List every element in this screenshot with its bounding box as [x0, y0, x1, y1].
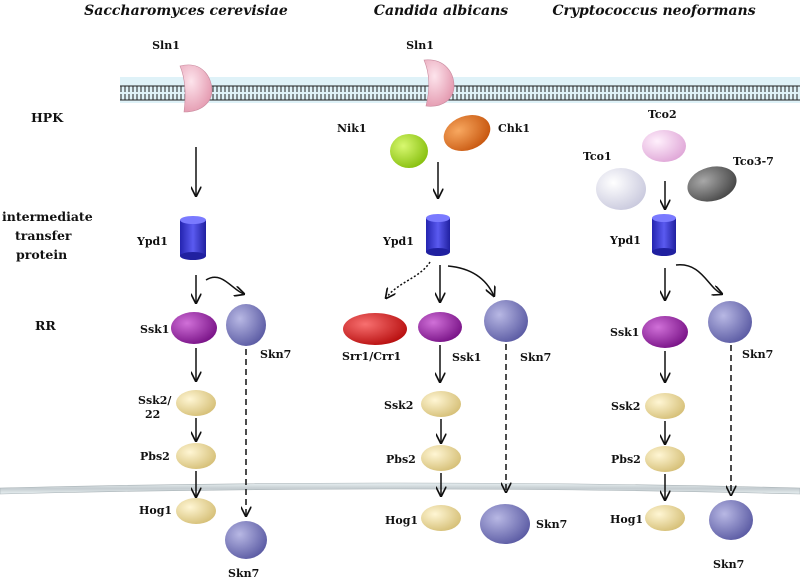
ca-srr1-label: Srr1/Crr1	[342, 350, 401, 363]
label-rr: RR	[35, 318, 56, 333]
ca-skn7-label: Skn7	[520, 351, 551, 364]
cn-pbs2-protein	[645, 446, 685, 472]
ca-ssk1-label: Ssk1	[452, 351, 481, 364]
cn-ssk2-protein	[645, 393, 685, 419]
ca-skn7-nuclear-protein	[480, 504, 530, 544]
cn-pbs2-label: Pbs2	[611, 453, 641, 466]
cn-tco1-label: Tco1	[583, 150, 612, 163]
ca-ypd1-label: Ypd1	[382, 235, 414, 248]
ca-ssk1-protein	[418, 312, 462, 342]
cn-tco37-label: Tco3-7	[733, 155, 774, 168]
column-c-neoformans: Tco2 Tco1 Tco3-7 Ypd1 Ssk1 Skn7 Ssk2 Pbs…	[583, 108, 774, 571]
sc-sln1-receptor	[179, 64, 213, 113]
ca-pbs2-protein	[421, 445, 461, 471]
cn-skn7-protein	[708, 301, 752, 343]
ca-srr1-protein	[343, 313, 407, 345]
ca-arrow-ypd1-srr1	[386, 261, 431, 298]
label-protein: protein	[16, 247, 67, 262]
ca-nik1-label: Nik1	[337, 122, 367, 135]
label-transfer: transfer	[15, 228, 72, 243]
cn-ssk1-label: Ssk1	[610, 326, 639, 339]
cn-hog1-protein	[645, 505, 685, 531]
ca-chk1-label: Chk1	[498, 122, 530, 135]
column-c-albicans: Sln1 Nik1 Chk1 Ypd1 Srr1/Crr1 Ssk1 Skn7 …	[337, 39, 567, 544]
ca-nik1-protein	[390, 134, 428, 168]
sc-ypd1-label: Ypd1	[136, 235, 168, 248]
cn-tco2-label: Tco2	[648, 108, 677, 121]
sc-skn7-nuclear-protein	[225, 521, 267, 559]
ca-sln1-receptor	[423, 59, 455, 107]
sc-ssk2-label-1: Ssk2/	[138, 394, 172, 407]
cn-skn7-nuclear-label: Skn7	[713, 558, 744, 571]
header-candida-albicans: Candida albicans	[374, 3, 509, 19]
sc-pbs2-label: Pbs2	[140, 450, 170, 463]
sc-skn7-label: Skn7	[260, 348, 291, 361]
cn-arrow-ypd1-skn7	[675, 264, 722, 294]
ca-hog1-protein	[421, 505, 461, 531]
column-s-cerevisiae: Sln1 Ypd1 Ssk1 Skn7 Ssk2/ 22 Pbs2 Hog1 S…	[136, 39, 291, 580]
ca-skn7-protein	[484, 300, 528, 342]
sc-ssk1-protein	[171, 312, 217, 344]
cn-tco37-protein	[687, 166, 737, 202]
sc-ssk1-label: Ssk1	[140, 323, 169, 336]
nuclear-envelope	[0, 482, 800, 495]
ca-hog1-label: Hog1	[385, 514, 418, 527]
plasma-membrane	[120, 77, 800, 103]
cn-ssk2-label: Ssk2	[611, 400, 640, 413]
label-hpk: HPK	[31, 110, 64, 125]
cn-ypd1-label: Ypd1	[609, 234, 641, 247]
cn-ypd1-cylinder	[652, 214, 676, 256]
sc-pbs2-protein	[176, 443, 216, 469]
sc-skn7-nuclear-label: Skn7	[228, 567, 259, 580]
ca-ypd1-cylinder	[426, 214, 450, 256]
sc-ssk2-label-2: 22	[145, 408, 160, 421]
label-intermediate: intermediate	[2, 209, 93, 224]
ca-ssk2-protein	[421, 391, 461, 417]
sc-sln1-label: Sln1	[152, 39, 180, 52]
ca-pbs2-label: Pbs2	[386, 453, 416, 466]
sc-arrow-ypd1-skn7	[205, 276, 244, 294]
sc-ssk2-protein	[176, 390, 216, 416]
ca-arrow-ypd1-skn7	[447, 265, 494, 296]
sc-hog1-protein	[176, 498, 216, 524]
sc-hog1-label: Hog1	[139, 504, 172, 517]
cn-ssk1-protein	[642, 316, 688, 348]
ca-ssk2-label: Ssk2	[384, 399, 413, 412]
cn-skn7-nuclear-protein	[709, 500, 753, 540]
cn-tco2-protein	[642, 130, 686, 162]
cn-skn7-label: Skn7	[742, 348, 773, 361]
sc-skn7-protein	[226, 304, 266, 346]
ca-chk1-protein	[443, 115, 491, 151]
header-cryptococcus-neoformans: Cryptococcus neoformans	[552, 3, 755, 19]
header-saccharomyces-cerevisiae: Saccharomyces cerevisiae	[84, 3, 288, 19]
ca-sln1-label: Sln1	[406, 39, 434, 52]
ca-skn7-nuclear-label: Skn7	[536, 518, 567, 531]
cn-tco1-protein	[596, 168, 646, 210]
cn-hog1-label: Hog1	[610, 513, 643, 526]
sc-ypd1-cylinder	[180, 216, 206, 260]
